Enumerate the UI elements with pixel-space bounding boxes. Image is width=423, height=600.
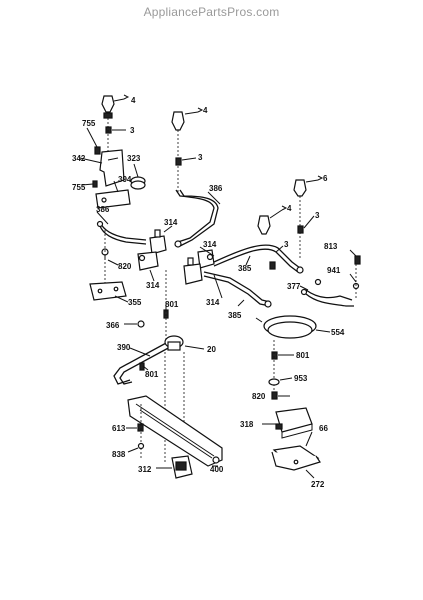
label-941: 941 (327, 266, 341, 275)
label-272: 272 (311, 480, 325, 489)
label-314-right-upper: 314 (203, 240, 217, 249)
label-820-right: 820 (252, 392, 266, 401)
label-6: 6 (323, 174, 328, 183)
pipe-386-center[interactable] (174, 189, 219, 248)
label-3-left: 3 (130, 126, 135, 135)
label-386-left: 386 (96, 205, 110, 214)
washer-838[interactable] (137, 442, 145, 450)
watermark-text: AppliancePartsPros.com (143, 5, 280, 19)
label-3-right: 3 (315, 211, 320, 220)
label-755-top: 755 (82, 119, 96, 128)
pipe-386-left[interactable] (96, 220, 147, 245)
label-613: 613 (112, 424, 126, 433)
label-385-upper: 385 (238, 264, 252, 273)
burner-head-20[interactable] (164, 335, 184, 351)
orifice-4-right[interactable] (257, 215, 271, 235)
valve-314-lower-left[interactable] (137, 251, 159, 271)
valve-312[interactable] (171, 455, 193, 479)
label-386-center: 386 (209, 184, 223, 193)
label-385-lower: 385 (228, 311, 242, 320)
label-755-lower: 755 (72, 183, 86, 192)
label-314-right-lower: 314 (206, 298, 220, 307)
pipe-385-lower[interactable] (203, 271, 272, 308)
nut-3-mid-right[interactable] (269, 261, 276, 270)
label-312: 312 (138, 465, 152, 474)
label-323: 323 (127, 154, 141, 163)
label-377: 377 (287, 282, 301, 291)
valve-314-right-upper[interactable] (197, 249, 215, 269)
wire-harness-377[interactable] (300, 278, 355, 307)
clip-323[interactable] (130, 176, 146, 190)
screw-613[interactable] (137, 423, 144, 432)
label-813: 813 (324, 242, 338, 251)
label-394: 394 (118, 175, 132, 184)
bracket-342[interactable] (99, 149, 125, 187)
label-314-upper: 314 (164, 218, 178, 227)
label-554: 554 (331, 328, 345, 337)
nut-3-right[interactable] (297, 225, 304, 234)
label-66: 66 (319, 424, 328, 433)
ignition-module-318[interactable] (275, 407, 313, 439)
valve-314-right-lower[interactable] (183, 257, 203, 285)
pipe-385-upper[interactable] (213, 244, 304, 274)
label-400: 400 (210, 465, 224, 474)
screw-820-right[interactable] (271, 391, 278, 400)
label-4-right: 4 (287, 204, 292, 213)
label-20: 20 (207, 345, 216, 354)
bracket-272[interactable] (271, 451, 321, 471)
label-342: 342 (72, 154, 86, 163)
screw-801-right[interactable] (271, 351, 278, 360)
washer-953[interactable] (268, 378, 280, 386)
label-4-left: 4 (131, 96, 136, 105)
screw-813[interactable] (354, 255, 361, 265)
screw-755-top[interactable] (94, 146, 101, 155)
label-366: 366 (106, 321, 120, 330)
label-318: 318 (240, 420, 254, 429)
label-838: 838 (112, 450, 126, 459)
label-801-lower: 801 (145, 370, 159, 379)
wire-loop-554[interactable] (255, 315, 317, 339)
nut-3-left[interactable] (105, 126, 112, 134)
orifice-4-left[interactable] (101, 95, 115, 119)
label-3-mid-right: 3 (284, 240, 289, 249)
label-390: 390 (117, 343, 131, 352)
label-953: 953 (294, 374, 308, 383)
screw-366[interactable] (137, 320, 145, 328)
label-3-center: 3 (198, 153, 203, 162)
orifice-4-center[interactable] (171, 111, 185, 131)
label-355: 355 (128, 298, 142, 307)
label-801-center: 801 (165, 300, 179, 309)
burner-400[interactable] (127, 395, 223, 467)
label-820-left: 820 (118, 262, 132, 271)
nut-3-center[interactable] (175, 157, 182, 166)
label-801-right: 801 (296, 351, 310, 360)
screw-755-lower[interactable] (92, 180, 98, 188)
valve-314-upper-left[interactable] (149, 229, 167, 255)
orifice-6-right[interactable] (293, 179, 307, 197)
label-4-center: 4 (203, 106, 208, 115)
bracket-355[interactable] (89, 281, 127, 301)
label-314-lower-left: 314 (146, 281, 160, 290)
